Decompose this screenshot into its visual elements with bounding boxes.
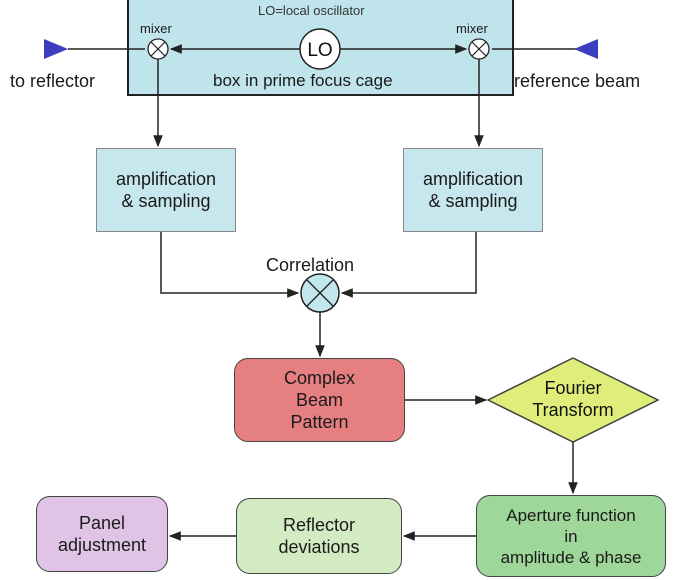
complex-beam-pattern-box: Complex Beam Pattern [234,358,405,442]
mixer-left-label: mixer [140,21,172,36]
aperture-line2: in [564,526,578,546]
lo-definition: LO=local oscillator [258,3,365,18]
reference-port-triangle [574,39,598,59]
aperture-line3: amplitude & phase [500,547,642,567]
correlation-label: Correlation [266,255,355,275]
reflector-deviations-box: Reflector deviations [236,498,402,574]
correlation-symbol [300,273,340,313]
lo-oscillator-circle [299,28,341,70]
amplification-sampling-left: amplification & sampling [96,148,236,232]
arrow-amp-right-to-correlation [340,232,477,298]
prime-focus-caption: box in prime focus cage [213,71,393,90]
complex-line1: Complex [283,368,356,388]
aperture-line1: Aperture function [506,505,636,525]
amp-right-line2: & sampling [428,191,518,211]
panel-line2: adjustment [57,535,147,555]
mixer-right-label: mixer [456,21,488,36]
mixer-right-symbol [468,38,490,60]
amp-left-line2: & sampling [121,191,211,211]
arrow-amp-left-to-correlation [160,232,300,298]
complex-line2: Beam [295,390,344,410]
amp-right-line1: amplification [422,169,524,189]
lo-label: LO [307,40,332,61]
panel-line1: Panel [78,513,126,533]
fourier-line2: Transform [532,400,613,420]
complex-line3: Pattern [290,412,349,432]
amp-left-line1: amplification [115,169,217,189]
to-reflector-label: to reflector [10,71,96,91]
panel-adjustment-box: Panel adjustment [36,496,168,572]
reference-beam-label: reference beam [514,71,641,91]
reflector-line1: Reflector [282,515,356,535]
mixer-left-symbol [147,38,169,60]
reflector-port-triangle [44,39,68,59]
reflector-line2: deviations [278,537,360,557]
amplification-sampling-right: amplification & sampling [403,148,543,232]
fourier-line1: Fourier [544,378,601,398]
aperture-function-box: Aperture function in amplitude & phase [476,495,666,577]
